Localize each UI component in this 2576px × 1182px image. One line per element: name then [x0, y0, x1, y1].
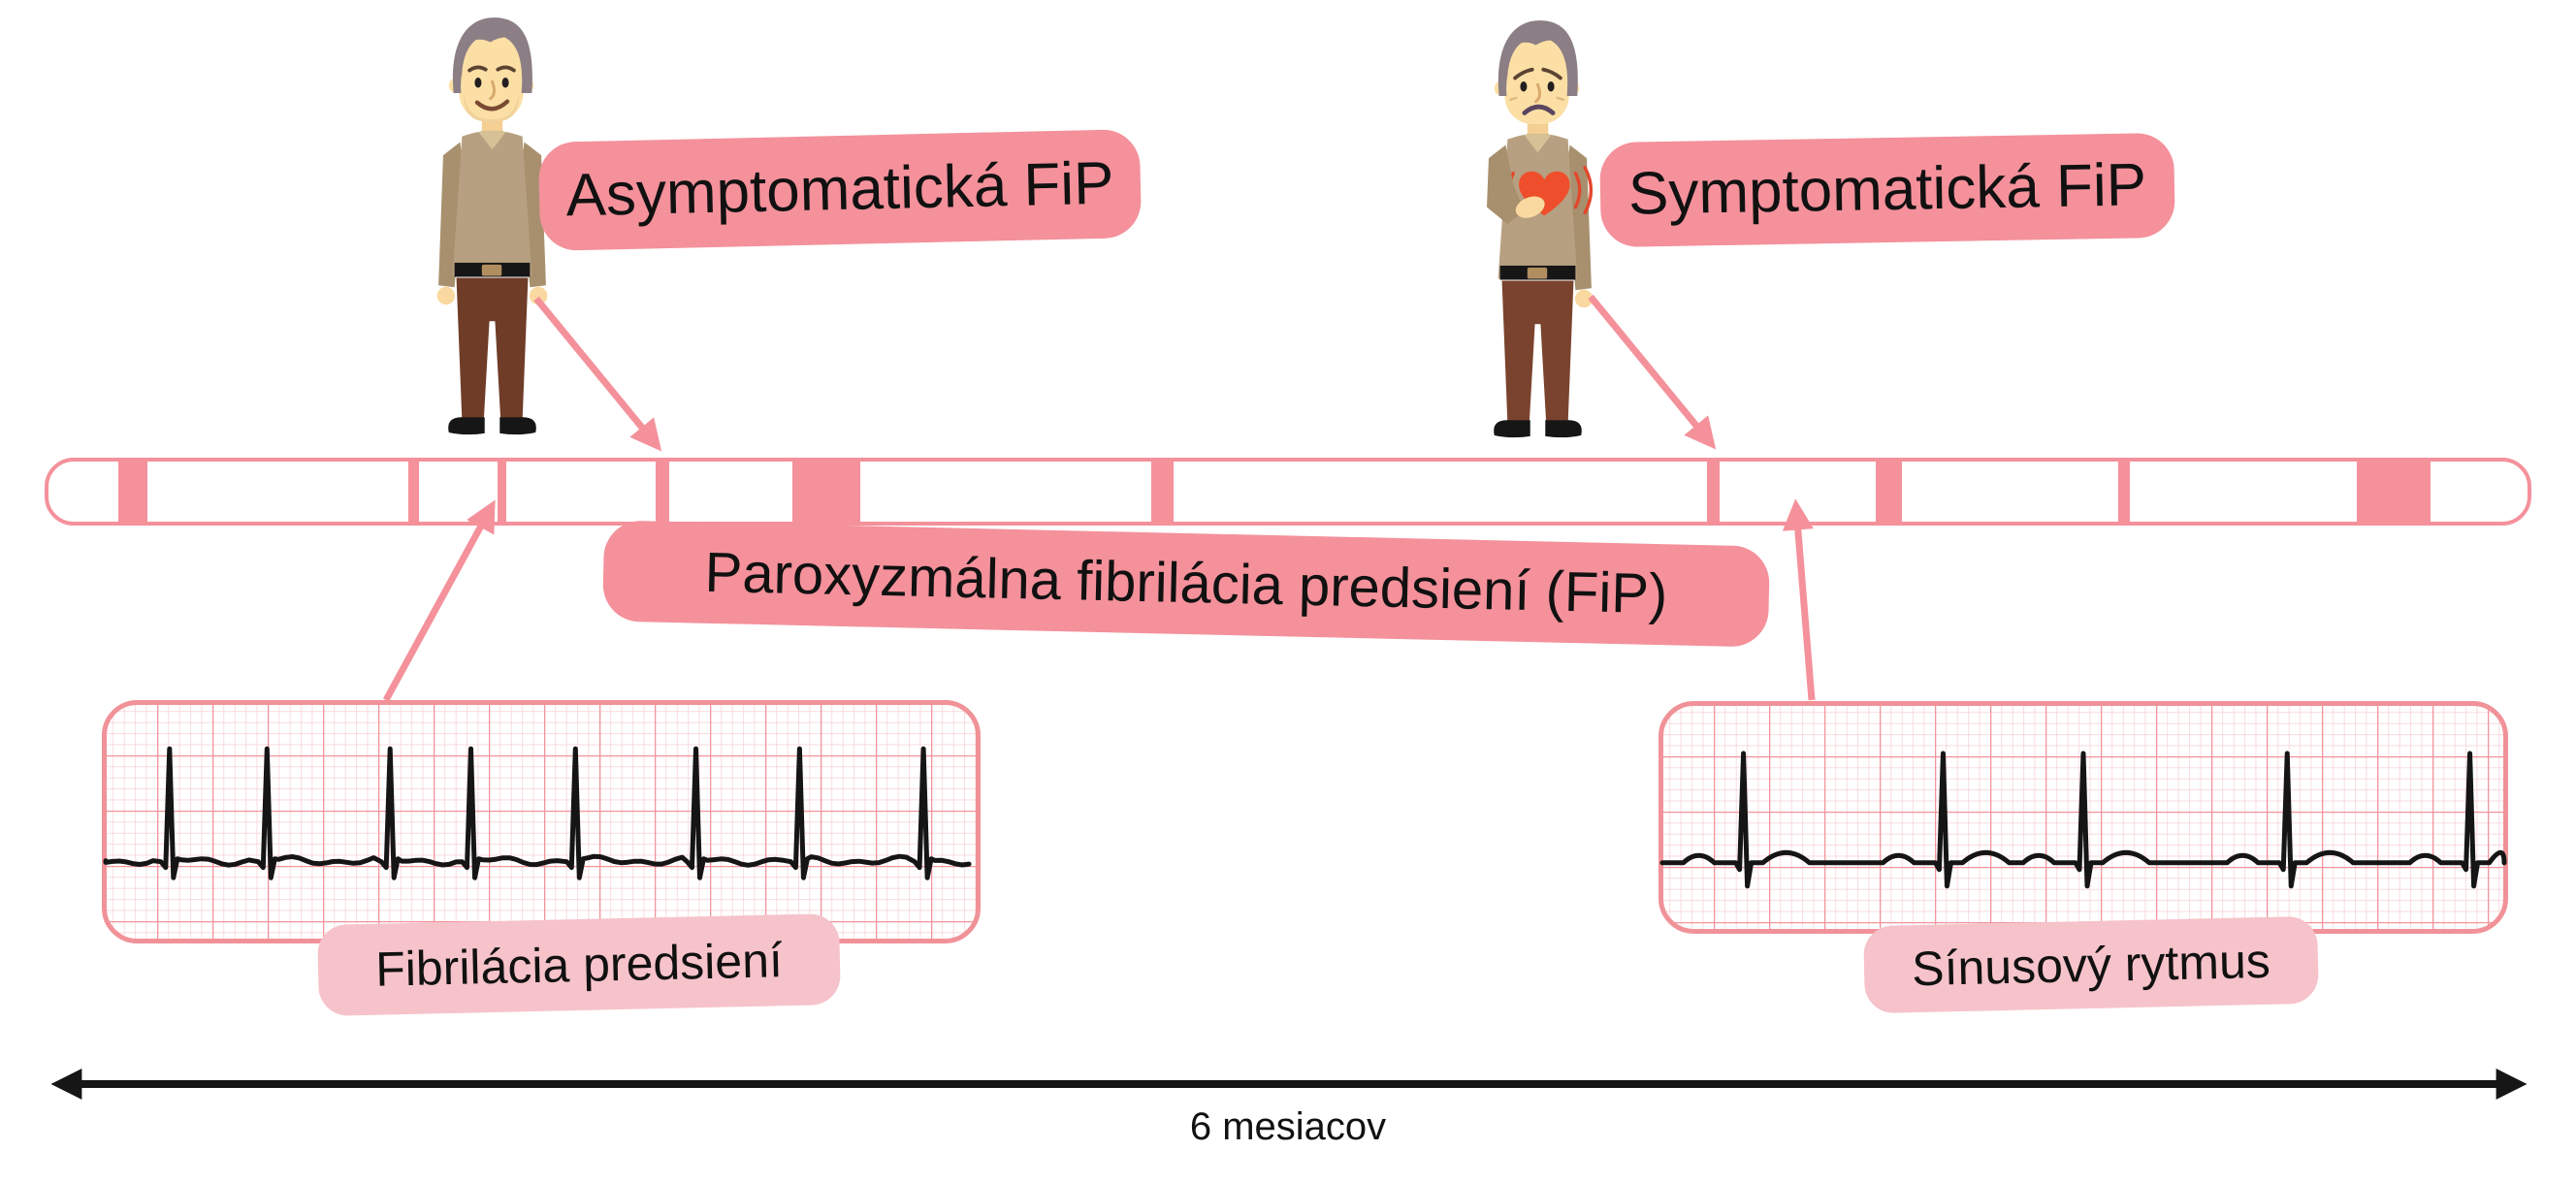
- af-episode-segment: [1706, 462, 1720, 522]
- afib-ecg-label: Fibrilácia predsiení: [317, 912, 841, 1017]
- ecg-strip-atrial-fibrillation: [102, 700, 981, 943]
- sinus-ecg-label: Sínusový rytmus: [1863, 915, 2319, 1014]
- asymptomatic-fip-label: Asymptomatická FiP: [537, 128, 1143, 252]
- ecg-strip-sinus-rhythm: [1658, 701, 2508, 934]
- duration-label: 6 mesiacov: [1189, 1105, 1387, 1148]
- timeline-bar: [45, 458, 2531, 526]
- asymptomatic-man-figure: [436, 17, 548, 435]
- af-episode-segment: [1151, 462, 1175, 522]
- arrow-afib-ecg-to-timeline: [382, 499, 496, 702]
- af-episode-segment: [656, 462, 670, 522]
- ecg-trace: [1659, 751, 2507, 889]
- paroxysmal-fip-label: Paroxyzmálna fibrilácia predsiení (FiP): [601, 520, 1771, 648]
- af-episode-segment: [117, 462, 148, 522]
- symptomatic-fip-label: Symptomatická FiP: [1599, 132, 2175, 248]
- af-episode-segment: [497, 462, 506, 522]
- af-episode-segment: [2356, 462, 2431, 522]
- ecg-trace: [103, 746, 972, 880]
- af-episode-segment: [407, 462, 420, 522]
- af-episode-segment: [1875, 462, 1902, 522]
- af-episode-segment: [2118, 462, 2130, 522]
- symptomatic-man-figure: [1487, 20, 1594, 438]
- af-episode-segment: [791, 462, 861, 522]
- arrow-sinus-ecg-to-timeline: [1782, 498, 1816, 701]
